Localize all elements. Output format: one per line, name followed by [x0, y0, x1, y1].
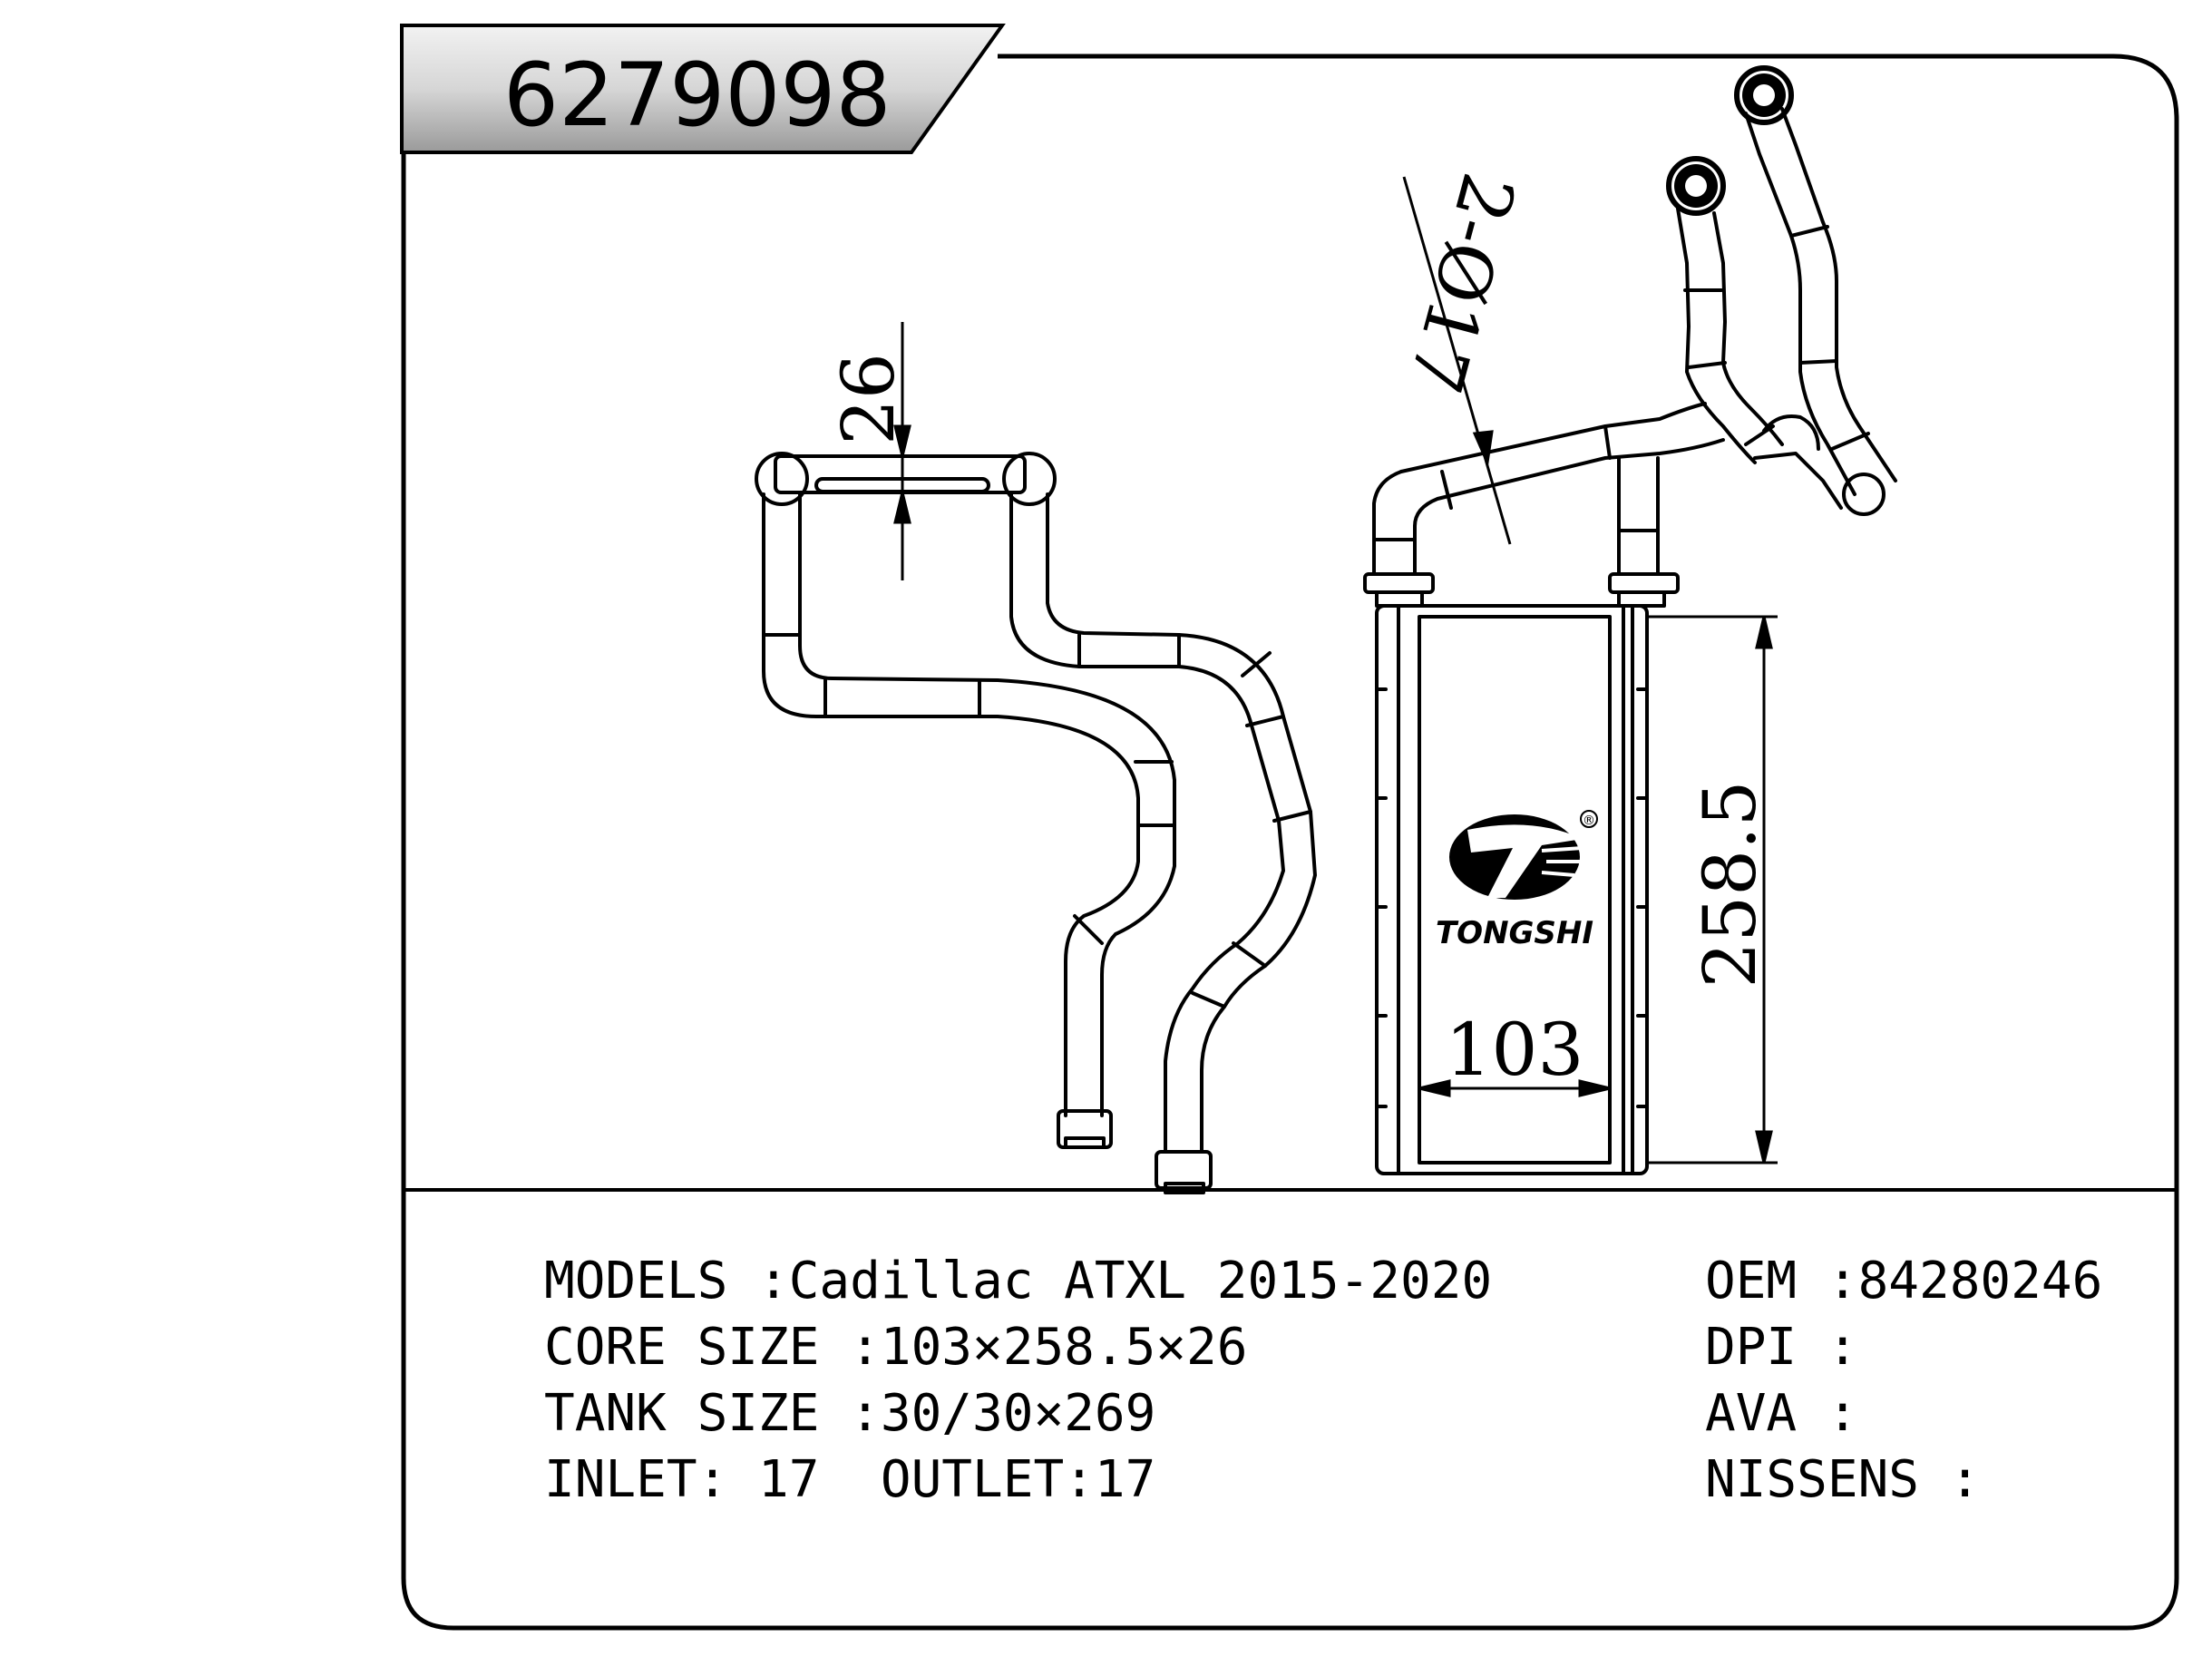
spec-nissens: NISSENS : [1705, 1450, 1981, 1509]
pipe-left-outline [762, 492, 1140, 1117]
depth-label: 26 [826, 353, 911, 445]
core-inner [1418, 615, 1612, 1164]
pipe-right-outline [1009, 492, 1285, 1154]
spec-ava: AVA : [1705, 1384, 1858, 1443]
pipe-right-inner [1046, 492, 1317, 1154]
spec-models: MODELS :Cadillac ATXL 2015-2020 [544, 1252, 1493, 1311]
tube-upper-1 [1676, 207, 1757, 464]
outlet-fitting [1064, 1136, 1106, 1149]
tank-ribs [1375, 687, 1649, 1108]
pipe-end-cap [1002, 452, 1057, 506]
spec-oem: OEM :84280246 [1705, 1252, 2103, 1311]
registered-mark: ® [1583, 814, 1595, 828]
height-label: 258.5 [1688, 780, 1772, 988]
depth-dimension [893, 322, 911, 580]
pipe-left-inner [798, 492, 1176, 1117]
pipe-joint [1191, 991, 1226, 1009]
width-dimension [1418, 1079, 1611, 1097]
outlet-fitting [1155, 1150, 1213, 1190]
side-view [755, 452, 1317, 1194]
outlet-ring-hole [1753, 84, 1775, 106]
pipe-joint [1073, 914, 1104, 945]
spec-core-size: CORE SIZE :103×258.5×26 [544, 1318, 1248, 1377]
cross-pipe [1399, 402, 1707, 473]
core-outline [1375, 604, 1649, 1175]
tube-diameter-label: 2-Ø17 [1392, 165, 1531, 402]
inlet-ring [1666, 156, 1726, 216]
spec-inlet-outlet: INLET: 17 OUTLET:17 [544, 1450, 1156, 1509]
pipe-joint [1232, 941, 1267, 968]
width-label: 103 [1446, 1008, 1584, 1092]
brand-name: TONGSHI [1436, 915, 1593, 951]
pipe-joint [1241, 651, 1272, 677]
tube-upper-2 [1744, 112, 1856, 496]
pipe-joint [1272, 810, 1312, 823]
flange-left [1363, 572, 1435, 594]
spec-dpi: DPI : [1705, 1318, 1858, 1377]
inlet-ring-hole [1685, 175, 1707, 197]
brand-logo: ® TONGSHI [1436, 810, 1598, 951]
pipe-end-cap [755, 452, 809, 506]
outlet-fitting [1164, 1182, 1205, 1194]
height-dimension [1649, 615, 1778, 1164]
outlet-ring [1734, 65, 1794, 125]
front-view [1363, 65, 1897, 1175]
pipe-joint [1245, 715, 1285, 727]
flange-right [1608, 572, 1680, 594]
tube-diameter-leader [1402, 176, 1512, 545]
riser-left [1372, 470, 1403, 576]
title-tab: 6279098 [400, 24, 1006, 154]
spec-tank-size: TANK SIZE :30/30×269 [544, 1384, 1156, 1443]
part-number: 6279098 [503, 44, 892, 146]
drawing-frame [401, 54, 2179, 1631]
